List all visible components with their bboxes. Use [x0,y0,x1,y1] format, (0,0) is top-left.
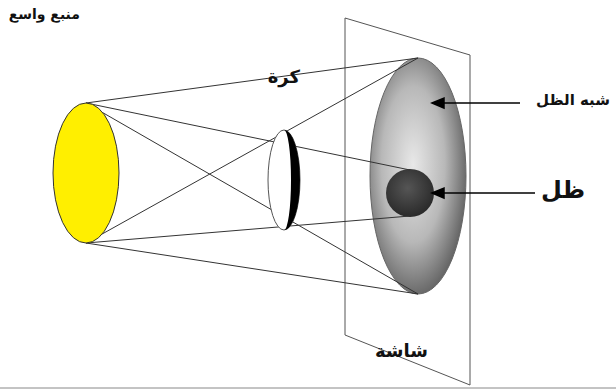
source-label: منبع واسع [9,6,80,23]
umbra-label: ظل [541,176,585,205]
sphere-label: كرة [268,66,300,88]
screen-label: شاشة [375,340,428,362]
penumbra-label: شبه الظل [536,91,610,109]
